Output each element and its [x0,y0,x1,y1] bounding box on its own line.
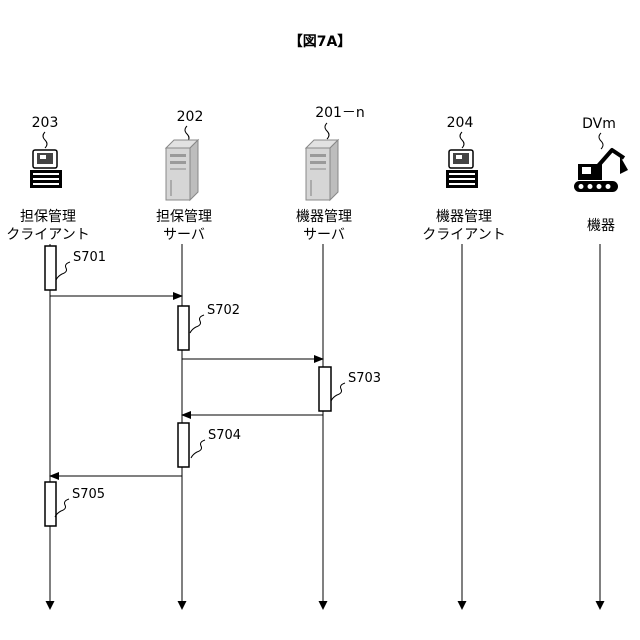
ref-label: 203 [32,115,59,131]
server-tower-icon [306,140,338,200]
participant-dvm-label: 機器 [587,218,615,234]
activation-box-s702 [178,306,189,350]
excavator-icon [574,150,628,192]
step-leader-line [56,262,70,280]
participant-201-label-line1: 機器管理 [296,209,352,225]
participant-204-label-line2: クライアント [422,227,505,243]
client-terminal-icon [30,150,62,188]
step-label-s702: S702 [207,303,240,318]
ref-leader-line [43,132,47,148]
participant-dvm-ref: DVm [582,116,616,149]
activation-box-s703 [319,367,331,411]
ref-label: 201－n [315,105,365,121]
lifeline-end-arrow [46,601,55,610]
participant-203-ref: 203 [32,115,59,148]
participant-204-ref: 204 [447,115,474,148]
ref-leader-line [325,123,329,139]
ref-leader-line [599,133,603,149]
activation-box-s704 [178,423,189,467]
ref-label: 204 [447,115,474,131]
lifeline-end-arrow [178,601,187,610]
step-label-s704: S704 [208,428,241,443]
server-tower-icon [166,140,198,200]
step-leader-line [190,315,204,333]
participant-204-label-line1: 機器管理 [436,209,492,225]
ref-label: 202 [177,109,204,125]
activation-box-s701 [45,246,56,290]
participant-202-label-line1: 担保管理 [156,209,212,225]
activation-box-s705 [45,482,56,526]
participant-203-label-line2: クライアント [6,227,89,243]
ref-label: DVm [582,116,616,132]
step-label-s701: S701 [73,250,106,265]
lifeline-end-arrow [596,601,605,610]
client-terminal-icon [446,150,478,188]
lifeline-end-arrow [319,601,328,610]
figure-title: 【図7A】 [289,34,352,50]
lifeline-end-arrow [458,601,467,610]
step-leader-line [55,499,69,517]
step-leader-line [331,383,345,401]
step-label-s703: S703 [348,371,381,386]
participant-201-label-line2: サーバ [303,227,345,243]
step-label-s705: S705 [72,487,105,502]
step-leader-line [191,440,205,458]
ref-leader-line [460,132,464,148]
participant-202-label-line2: サーバ [163,227,205,243]
participant-202-ref: 202 [177,109,204,142]
participant-201-ref: 201－n [315,105,365,139]
participant-203-label-line1: 担保管理 [20,209,76,225]
